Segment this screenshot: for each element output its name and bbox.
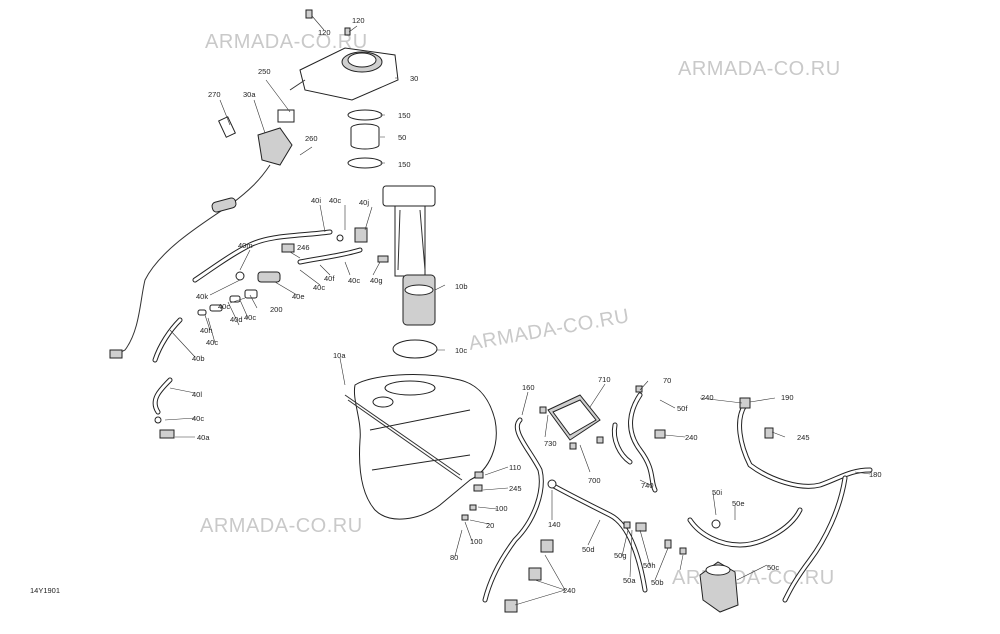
callout-label: 40d [230, 315, 243, 324]
callout-label: 50 [398, 133, 406, 142]
callout-label: 50c [767, 563, 779, 572]
callout-label: 250 [258, 67, 271, 76]
callout-label: 160 [522, 383, 535, 392]
watermark: ARMADA-CO.RU [672, 567, 835, 589]
callout-label: 240 [685, 433, 698, 442]
callout-label: 40f [324, 274, 335, 283]
callout-label: 20 [486, 521, 494, 530]
callout-label: 150 [398, 160, 411, 169]
evap-canister [699, 561, 739, 613]
callout-label: 245 [797, 433, 810, 442]
wire-harness [114, 164, 271, 356]
callout-label: 120 [352, 16, 365, 25]
callout-label: 120 [318, 28, 331, 37]
ring-50 [350, 123, 380, 150]
callout-label: 200 [270, 305, 283, 314]
callout-label: 110 [509, 463, 521, 472]
callout-label: 40l [192, 390, 202, 399]
callout-label: 50f [677, 404, 688, 413]
callout-label: 40c [206, 338, 218, 347]
callout-label: 40c [329, 196, 341, 205]
diagram-code: 14Y1901 [30, 586, 60, 595]
control-module-700 [539, 394, 604, 450]
callout-label: 40k [196, 292, 208, 301]
callout-label: 40c [244, 313, 256, 322]
callout-label: 710 [598, 375, 611, 384]
callout-label: 40a [197, 433, 210, 442]
callout-label: 10b [455, 282, 468, 291]
leader-lines [164, 15, 871, 606]
callout-label: 100 [470, 537, 483, 546]
callout-label: 50e [732, 499, 745, 508]
callout-label: 50b [651, 578, 664, 587]
sensor-30a [218, 109, 295, 166]
callout-label: 740 [641, 481, 654, 490]
callout-label: 40j [359, 198, 369, 207]
callout-label: 40c [313, 283, 325, 292]
callout-label: 180 [869, 470, 882, 479]
callout-label: 40g [370, 276, 383, 285]
callout-label: 150 [398, 111, 411, 120]
callout-label: 246 [297, 243, 310, 252]
callout-label: 40i [311, 196, 321, 205]
fuel-tank [344, 374, 497, 521]
fuel-pump-module [382, 185, 436, 326]
callout-label: 80 [450, 553, 458, 562]
callout-label: 40h [200, 326, 213, 335]
callout-label: 50h [643, 561, 656, 570]
callout-label: 240 [701, 393, 714, 402]
callout-label: 40c [192, 414, 204, 423]
watermark: ARMADA-CO.RU [678, 58, 841, 80]
callout-label: 100 [495, 504, 508, 513]
callout-label: 270 [208, 90, 221, 99]
callout-label: 700 [588, 476, 601, 485]
callout-label: 30 [410, 74, 418, 83]
harness-connector [109, 197, 237, 359]
callout-label: 190 [781, 393, 794, 402]
callout-label: 10a [333, 351, 346, 360]
callout-label: 40m [238, 241, 253, 250]
valve-connectors [504, 385, 774, 613]
fuel-filter-200 [154, 227, 389, 439]
watermark: ARMADA-CO.RU [200, 515, 363, 537]
callout-label: 730 [544, 439, 557, 448]
callout-label: 260 [305, 134, 318, 143]
callout-label: 40b [192, 354, 205, 363]
callout-label: 50i [712, 488, 722, 497]
callout-label: 245 [509, 484, 522, 493]
o-ring-10c [392, 339, 438, 359]
callout-label: 40c [218, 302, 230, 311]
watermark: ARMADA-CO.RU [205, 31, 368, 53]
callout-label: 70 [663, 376, 671, 385]
fuel-line-40 [152, 229, 363, 415]
vent-hose [482, 392, 873, 603]
callout-label: 50g [614, 551, 627, 560]
fuel-pump-cover [289, 47, 399, 101]
clamp-150 [347, 157, 383, 169]
callout-label: 40c [348, 276, 360, 285]
clamp-150 [347, 109, 383, 121]
callout-label: 240 [563, 586, 576, 595]
callout-label: 10c [455, 346, 467, 355]
callout-label: 140 [548, 520, 561, 529]
watermark: ARMADA-CO.RU [467, 305, 631, 355]
callout-label: 40e [292, 292, 305, 301]
callout-label: 50a [623, 576, 636, 585]
callout-label: 30a [243, 90, 256, 99]
callout-labels: 120 120 30 250 270 30a 150 50 260 150 40… [192, 16, 882, 595]
callout-label: 50d [582, 545, 595, 554]
